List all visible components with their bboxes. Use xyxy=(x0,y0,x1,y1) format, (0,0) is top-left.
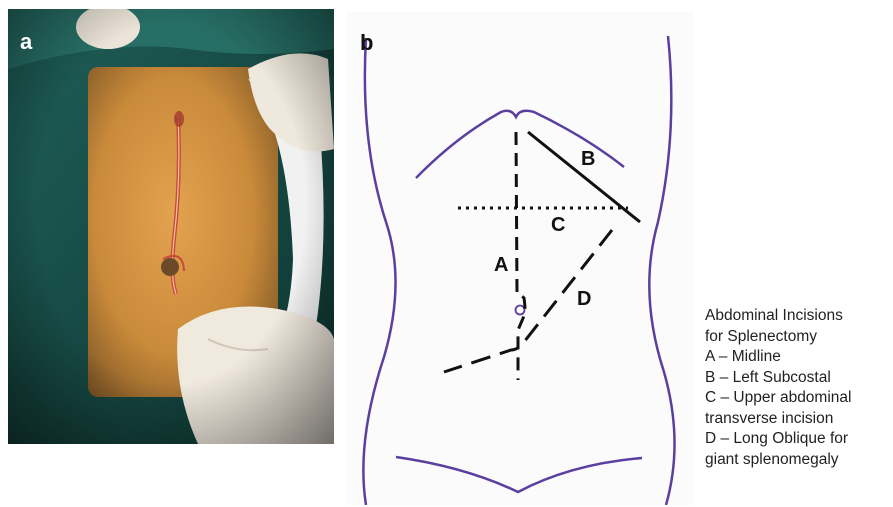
legend-title-line1: Abdominal Incisions xyxy=(705,306,891,327)
legend-item-b: B – Left Subcostal xyxy=(705,368,891,389)
legend-item-a: A – Midline xyxy=(705,347,891,368)
label-b: B xyxy=(581,149,595,169)
label-c: C xyxy=(551,215,565,235)
pelvic-outline xyxy=(396,457,642,492)
surgical-field-illustration xyxy=(8,9,334,444)
label-d: D xyxy=(577,289,591,309)
torso-outline-diagram xyxy=(346,12,694,505)
legend-item-c-cont: transverse incision xyxy=(705,409,891,430)
panel-a-letter: a xyxy=(20,31,32,53)
legend-item-d-cont: giant splenomegaly xyxy=(705,450,891,471)
panel-b-diagram: b A B C D xyxy=(346,12,694,505)
umbilicus-marker xyxy=(516,306,525,315)
panel-a-photo: a xyxy=(8,9,334,444)
incision-a-midline xyxy=(516,132,525,380)
torso-left-outline xyxy=(363,38,395,505)
legend-title-line2: for Splenectomy xyxy=(705,327,891,348)
legend-item-d: D – Long Oblique for xyxy=(705,429,891,450)
legend-item-c: C – Upper abdominal xyxy=(705,388,891,409)
torso-right-outline xyxy=(649,36,674,505)
incision-legend: Abdominal Incisions for Splenectomy A – … xyxy=(705,306,891,470)
label-a: A xyxy=(494,255,508,275)
incision-b-subcostal xyxy=(528,132,640,222)
panel-b-letter: b xyxy=(360,32,373,54)
